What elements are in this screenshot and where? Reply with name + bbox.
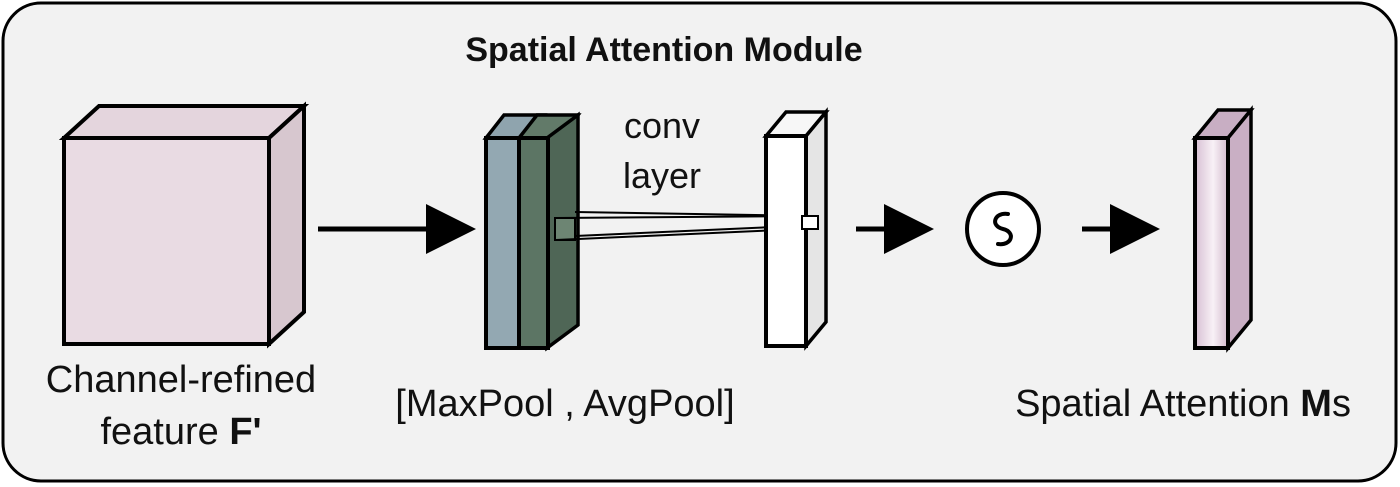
spatial-attention-map (1191, 105, 1255, 353)
output-label-text: Spatial Attention (1015, 383, 1300, 425)
pooled-feature-maps (482, 111, 582, 352)
pool-label: [MaxPool , AvgPool] (395, 383, 734, 425)
input-label-line1: Channel-refined (46, 359, 316, 401)
input-cube-front (62, 136, 271, 346)
input-label-symbol: F' (229, 411, 261, 453)
sigmoid-icon (993, 211, 1013, 247)
sigmoid-node (965, 191, 1041, 267)
input-label-line2: feature F' (100, 411, 261, 453)
output-front (1193, 136, 1230, 350)
output-label-symbol: M (1300, 383, 1332, 425)
input-label-text: feature (100, 411, 229, 453)
avgpool-slab (517, 136, 550, 350)
conv-output-map (762, 107, 830, 351)
output-label: Spatial Attention Ms (1015, 383, 1351, 425)
input-cube-top (58, 104, 310, 140)
module-title: Spatial Attention Module (465, 31, 862, 69)
conv-label-line1: conv (624, 105, 700, 146)
input-feature-cube (58, 101, 310, 349)
conv-output-cell (801, 215, 819, 230)
conv-kernel-window (554, 217, 576, 241)
conv-output-front (764, 134, 808, 348)
input-cube-side (267, 101, 306, 349)
output-label-subscript: s (1332, 383, 1351, 425)
output-side (1226, 105, 1253, 353)
conv-label-line2: layer (623, 155, 701, 196)
